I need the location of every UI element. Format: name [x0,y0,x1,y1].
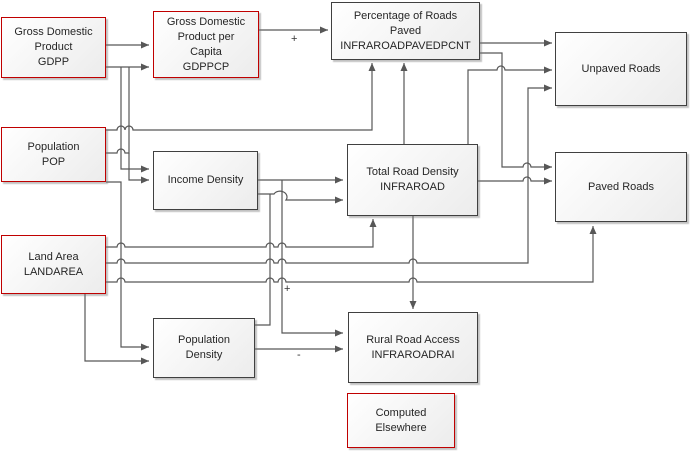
edge-pop-to-pop-density [106,181,149,351]
node-income-density: Income Density [153,151,258,210]
node-rural-line: Rural Road Access [366,333,460,346]
legend-computed-elsewhere: Computed Elsewhere [347,393,455,448]
node-landarea-line: LANDAREA [23,265,84,278]
edge-landarea-to-paved [106,226,597,283]
edge-income-density-to-infraroad-2 [258,190,343,204]
edge-landarea-to-pop-density [84,294,149,365]
node-population-density: Population Density [153,318,255,378]
polarity-label-plus-landarea: + [284,283,290,295]
polarity-label-minus-popdensity: - [297,349,301,361]
legend-line: Computed [375,406,427,419]
edge-branch-to-rural [281,180,343,337]
node-pct-line: Paved [389,24,422,37]
edge-pop-to-pct-paved [106,63,376,131]
node-gdpp-line: Gross Domestic [14,26,93,38]
node-gdppcp-line: Capita [190,45,222,58]
node-gdppcp-line: GDPPCP [182,60,230,73]
node-pct-line: INFRAROADPAVEDPCNT [340,39,471,52]
node-population: Population POP [1,127,106,182]
node-pop-line: Population [27,140,80,153]
node-rural-line: INFRAROADRAI [371,348,455,361]
node-total-road-density: Total Road Density INFRAROAD [347,144,478,216]
node-popden-line: Density [185,349,223,361]
node-gdppcp-line: Product per [177,30,235,43]
node-unpaved-roads: Unpaved Roads [555,32,687,106]
edge-pop-density-riser [255,194,271,326]
edge-landarea-to-infraroad [106,219,377,248]
node-popden-line: Population [178,334,230,346]
node-gdpp-line: Product [34,41,73,53]
edge-infraroad-to-paved [478,176,552,185]
node-gdpp: Gross Domestic Product GDPP [1,17,106,78]
node-gdpp-line: GDPP [37,56,70,68]
node-land-area: Land Area LANDAREA [1,235,106,294]
node-paved-roads: Paved Roads [555,152,687,222]
edge-gdpp-to-income-density [120,67,149,173]
edge-pop-to-gdppcp [106,67,130,154]
node-percentage-roads-paved: Percentage of Roads Paved INFRAROADPAVED… [331,2,480,60]
node-incden-line: Income Density [167,174,244,186]
polarity-label-plus-gdppcp: + [291,33,297,45]
edge-pct-paved-to-paved [480,52,552,171]
node-gdppcp: Gross Domestic Product per Capita GDPPCP [153,11,259,78]
node-gdppcp-line: Gross Domestic [166,15,246,28]
node-pop-line: POP [41,155,66,168]
node-rural-road-access: Rural Road Access INFRAROADRAI [348,312,478,383]
edge-infraroad-to-unpaved [467,65,552,144]
node-infraroad-line: INFRAROAD [380,181,445,193]
edge-pop-to-income-density [128,153,149,184]
node-landarea-line: Land Area [28,250,79,263]
legend-line: Elsewhere [375,421,427,434]
node-pct-line: Percentage of Roads [353,9,458,22]
node-unpaved-line: Unpaved Roads [581,62,661,75]
node-paved-line: Paved Roads [587,180,655,193]
node-infraroad-line: Total Road Density [366,166,459,178]
